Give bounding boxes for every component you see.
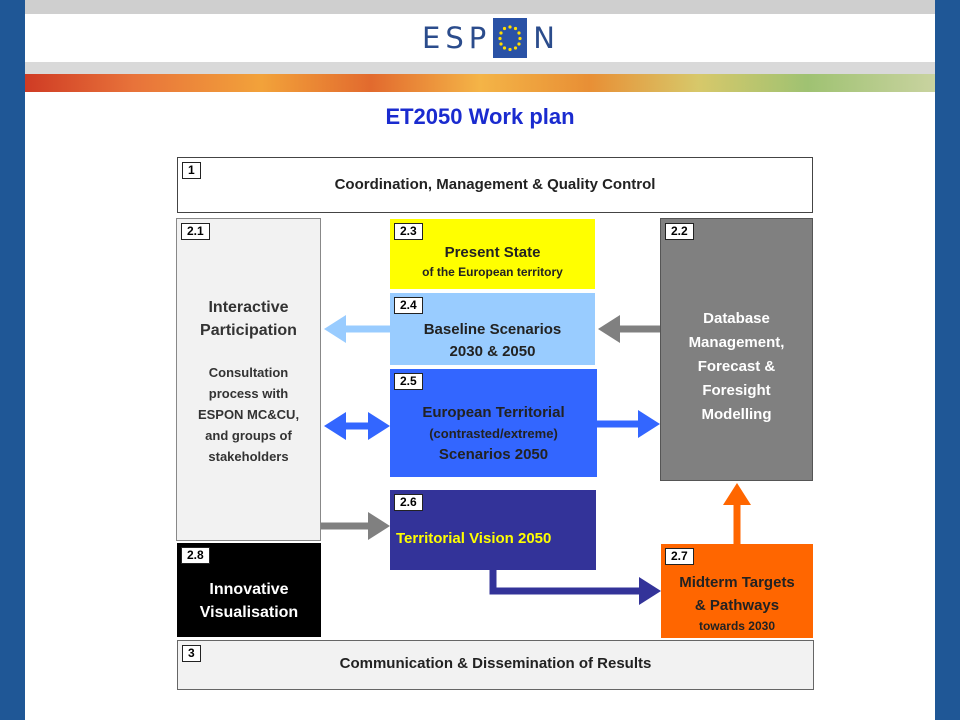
box-label-line: towards 2030 [698,619,776,633]
box-label-line: Forecast & [697,358,776,375]
box-label-line: Baseline Scenarios [423,321,562,338]
box-number: 2.2 [665,223,694,240]
box-label-line: Foresight [702,382,771,399]
box-body-line: ESPON MC&CU, [197,407,300,422]
box-label-line: Scenarios 2050 [438,446,549,463]
box-label: Communication & Dissemination of Results [339,655,652,672]
box-body-line: stakeholders [208,449,289,464]
box-title-line: Participation [200,322,297,339]
box-label-line: Visualisation [199,604,299,621]
box-number: 2.6 [394,494,423,511]
box-coordination: 1 Coordination, Management & Quality Con… [177,157,813,213]
box-label-line: Management, [688,334,785,351]
box-number: 2.3 [394,223,423,240]
box-midterm-targets: 2.7 Midterm Targets & Pathways towards 2… [661,544,813,638]
arrow-scenarios-to-database [597,410,660,438]
box-label-line: & Pathways [694,597,780,614]
box-label-line: Database [703,310,770,327]
box-interactive-participation: 2.1 Interactive Participation Consultati… [176,218,321,541]
box-label: Coordination, Management & Quality Contr… [334,176,656,193]
box-communication: 3 Communication & Dissemination of Resul… [177,640,814,690]
box-number: 2.7 [665,548,694,565]
arrow-participation-to-vision [321,512,390,540]
logo-text-right: N [533,21,560,55]
box-body-line: process with [208,386,289,401]
box-body-line: Consultation [208,365,289,380]
arrow-vision-to-midterm [489,570,661,605]
right-frame-bar [935,0,960,720]
box-label-line: Territorial Vision 2050 [396,530,552,547]
box-label-line: of the European territory [422,265,563,279]
box-territorial-vision: 2.6 Territorial Vision 2050 [390,490,596,570]
box-database-modelling: 2.2 Database Management, Forecast & Fore… [660,218,813,481]
box-number: 1 [182,162,201,179]
box-label-line: Present State [444,244,541,261]
left-frame-bar [0,0,25,720]
eu-flag-icon [493,18,528,58]
box-body-line: and groups of [205,428,292,443]
arrow-midterm-to-database [723,483,751,544]
box-label-line: Innovative [209,581,289,598]
box-number: 2.1 [181,223,210,240]
box-label-line: Midterm Targets [679,574,795,591]
box-number: 2.4 [394,297,423,314]
box-label-line: European Territorial [422,404,565,421]
box-present-state: 2.3 Present State of the European territ… [390,219,595,289]
box-label-line: (contrasted/extreme) [429,426,558,441]
box-number: 3 [182,645,201,662]
box-title-line: Interactive [208,299,289,316]
header-grey-strip [25,62,935,74]
arrow-participation-scenarios-bidirectional [324,412,390,440]
espon-logo: ESP N [422,14,560,62]
box-number: 2.5 [394,373,423,390]
box-number: 2.8 [181,547,210,564]
box-innovative-visualisation: 2.8 Innovative Visualisation [177,543,321,637]
map-strip-decoration [25,74,935,92]
logo-text-left: ESP [422,21,492,55]
box-label-line: Modelling [701,406,772,423]
page-title: ET2050 Work plan [385,104,575,129]
arrow-database-to-baseline [598,315,660,343]
box-label-line: 2030 & 2050 [449,343,536,360]
top-grey-strip [25,0,935,14]
arrow-baseline-to-participation [324,315,390,343]
box-baseline-scenarios: 2.4 Baseline Scenarios 2030 & 2050 [390,293,595,365]
box-european-territorial-scenarios: 2.5 European Territorial (contrasted/ext… [390,369,597,477]
